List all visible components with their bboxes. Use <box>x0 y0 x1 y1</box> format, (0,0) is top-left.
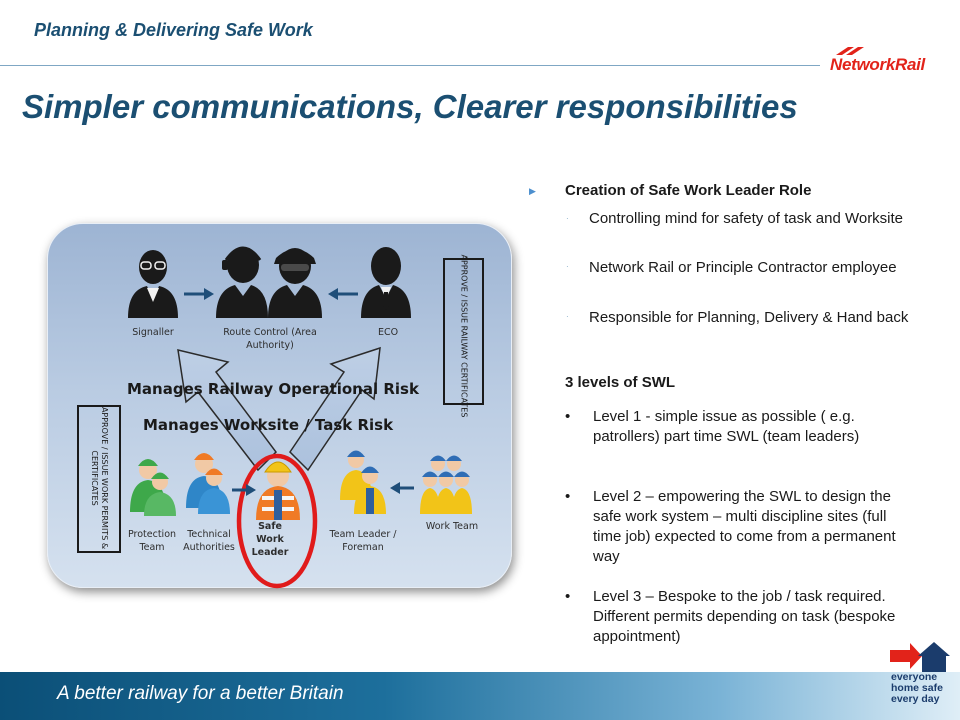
sub-bullet-icon: · <box>566 312 569 321</box>
footer-bar <box>0 672 960 720</box>
ehs-line-3: every day <box>891 693 940 705</box>
ehs-line-1: everyone <box>891 671 938 683</box>
level-bullet-icon: • <box>565 588 571 605</box>
logo-text: NetworkRail <box>830 55 925 74</box>
ehs-line-2: home safe <box>891 682 943 694</box>
ehs-text: everyone home safe every day <box>891 672 943 705</box>
sub-item-responsible: Responsible for Planning, Delivery & Han… <box>589 309 909 326</box>
header-subtitle: Planning & Delivering Safe Work <box>34 20 313 40</box>
header-divider <box>0 65 820 66</box>
sub-bullet-icon: · <box>566 214 569 223</box>
swl-role-heading: Creation of Safe Work Leader Role <box>565 182 812 199</box>
levels-heading: 3 levels of SWL <box>565 374 676 391</box>
level-bullet-icon: • <box>565 488 571 505</box>
home-arrow-icon <box>890 642 950 672</box>
logo-swoosh-icon <box>836 47 864 55</box>
sub-item-employee: Network Rail or Principle Contractor emp… <box>589 259 897 276</box>
page-title: Simpler communications, Clearer responsi… <box>22 88 798 125</box>
footer-tagline: A better railway for a better Britain <box>57 683 344 704</box>
network-rail-logo: NetworkRail <box>830 45 942 83</box>
level-1-text: Level 1 - simple issue as possible ( e.g… <box>593 408 860 445</box>
triangle-bullet-icon: ▶ <box>529 186 536 196</box>
diagram-panel <box>47 223 512 588</box>
level-bullet-icon: • <box>565 408 571 425</box>
everyone-home-safe-logo <box>888 640 952 712</box>
sub-item-controlling: Controlling mind for safety of task and … <box>589 210 904 227</box>
sub-bullet-icon: · <box>566 262 569 271</box>
level-2-text: Level 2 – empowering the SWL to design t… <box>593 488 896 565</box>
level-3-text: Level 3 – Bespoke to the job / task requ… <box>593 588 896 645</box>
